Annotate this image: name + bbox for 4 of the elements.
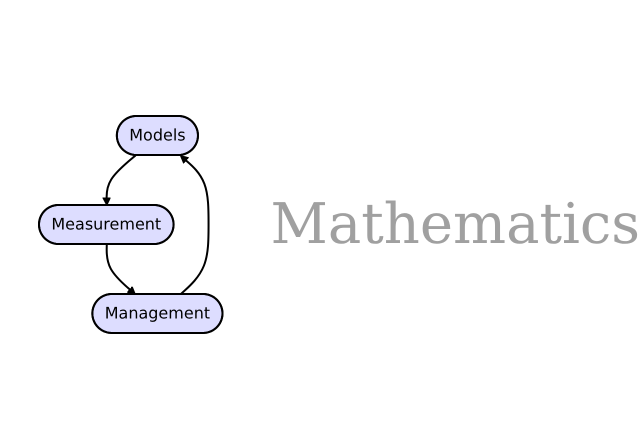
arrow <box>102 154 136 206</box>
arrow <box>105 244 136 294</box>
arrow <box>179 154 210 295</box>
diagram-label: Mathematics <box>270 192 640 256</box>
